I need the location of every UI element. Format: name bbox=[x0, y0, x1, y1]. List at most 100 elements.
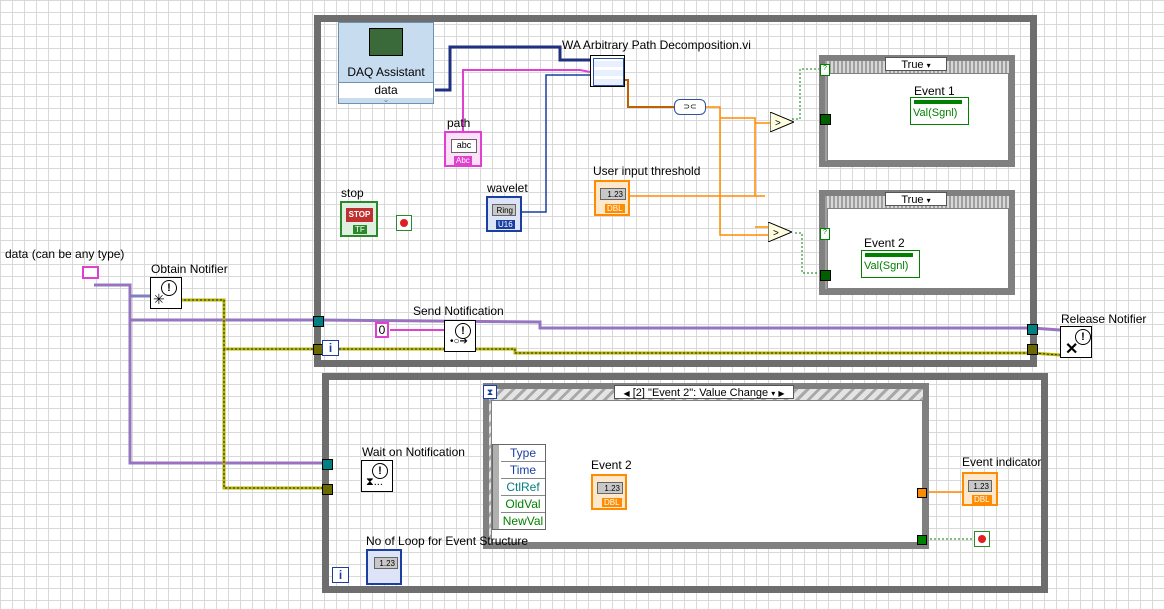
event-output-tunnel bbox=[917, 488, 927, 498]
event-node-oldval[interactable]: OldVal bbox=[501, 496, 545, 513]
event-data-node[interactable]: Type Time CtlRef OldVal NewVal bbox=[492, 444, 546, 530]
svg-text:>: > bbox=[775, 118, 781, 129]
no-of-loop-label: No of Loop for Event Structure bbox=[366, 534, 529, 548]
chevron-down-icon[interactable]: ⌄ bbox=[382, 95, 390, 104]
event-node-newval[interactable]: NewVal bbox=[502, 514, 544, 528]
path-type-tag: Abc bbox=[454, 156, 472, 165]
no-of-loop-indicator[interactable]: 1.23 bbox=[366, 549, 402, 585]
case1-selector-terminal: ? bbox=[820, 64, 830, 76]
zero-constant[interactable]: 0 bbox=[375, 322, 389, 338]
chevron-left-icon: ◀ bbox=[623, 389, 630, 398]
case2-selector-terminal: ? bbox=[820, 228, 830, 240]
data-input-label: data (can be any type) bbox=[5, 247, 125, 261]
iteration-terminal-2: i bbox=[332, 567, 349, 583]
path-wire bbox=[462, 69, 591, 131]
event2-indicator[interactable]: Val(Sgnl) bbox=[861, 250, 920, 278]
user-input-threshold-label: User input threshold bbox=[593, 164, 701, 178]
chevron-right-icon: ▶ bbox=[778, 389, 785, 398]
wait-on-notification-node[interactable]: ! ⧗... bbox=[361, 460, 393, 492]
event-node-type[interactable]: Type bbox=[501, 445, 545, 462]
daq-icon bbox=[369, 28, 403, 56]
hourglass-icon: ⧗ bbox=[483, 385, 497, 399]
tunnel-error-in-2 bbox=[322, 484, 333, 495]
comparator-greater-2[interactable]: > bbox=[768, 222, 792, 242]
svg-text:>: > bbox=[773, 228, 779, 239]
dbl-display: 1.23 bbox=[600, 188, 626, 200]
case1-tunnel bbox=[820, 114, 831, 125]
wa-output-wire bbox=[625, 79, 675, 108]
event2-dbl-control[interactable]: 1.23 DBL bbox=[591, 474, 627, 510]
tunnel-refnum-out bbox=[1027, 324, 1038, 335]
path-label: path bbox=[447, 116, 471, 130]
stop-condition-icon[interactable] bbox=[974, 531, 990, 547]
event2-top-label: Event 2 bbox=[864, 236, 905, 250]
wa-vi-label: WA Arbitrary Path Decomposition.vi bbox=[562, 38, 751, 52]
threshold-control[interactable]: 1.23 DBL bbox=[594, 180, 630, 216]
tunnel-refnum-in bbox=[313, 316, 324, 327]
data-input-terminal[interactable] bbox=[82, 266, 99, 279]
event-node-ctlref[interactable]: CtlRef bbox=[501, 479, 545, 496]
event-selector[interactable]: ◀ [2] "Event 2": Value Change ▾ ▶ bbox=[614, 385, 794, 399]
dbl-type-tag: DBL bbox=[972, 495, 992, 504]
tunnel-error-out bbox=[1027, 344, 1038, 355]
stop-condition-icon[interactable] bbox=[396, 215, 412, 231]
notifier-icon: ! bbox=[161, 280, 177, 296]
daq-data-output[interactable]: data bbox=[339, 82, 433, 98]
ring-display: Ring bbox=[492, 204, 516, 216]
event-indicator-label: Event indicator bbox=[962, 455, 1042, 469]
path-control[interactable]: abc Abc bbox=[444, 131, 482, 167]
hourglass-icon: ⧗... bbox=[366, 476, 383, 488]
while-loop-1[interactable] bbox=[314, 15, 1037, 367]
close-icon: ✕ bbox=[1065, 341, 1079, 358]
while-loop-2[interactable] bbox=[322, 373, 1048, 593]
release-notifier-label: Release Notifier bbox=[1061, 312, 1147, 326]
case-1-selector[interactable]: True ▾ bbox=[885, 57, 947, 71]
stop-label: stop bbox=[341, 186, 364, 200]
dbl-type-tag: DBL bbox=[602, 498, 622, 507]
ring-type-tag: U16 bbox=[496, 220, 515, 229]
wait-on-notification-label: Wait on Notification bbox=[362, 445, 465, 459]
wavelet-wire bbox=[520, 74, 590, 213]
event1-label: Event 1 bbox=[914, 84, 955, 98]
send-arrow-icon: •○➔ bbox=[450, 336, 468, 347]
wavelet-ring-control[interactable]: Ring U16 bbox=[486, 196, 522, 232]
tunnel-refnum-in-2 bbox=[322, 459, 333, 470]
event-stop-tunnel bbox=[917, 535, 927, 545]
comparator-greater-1[interactable]: > bbox=[770, 112, 794, 132]
event-indicator-terminal[interactable]: 1.23 DBL bbox=[962, 472, 998, 506]
asterisk-icon: ✳ bbox=[153, 291, 165, 307]
send-notification-node[interactable]: ! •○➔ bbox=[444, 320, 476, 352]
notifier-icon: ! bbox=[1075, 329, 1091, 345]
send-notification-label: Send Notification bbox=[413, 304, 504, 318]
index-array-node[interactable]: ⊃⊂ bbox=[674, 99, 706, 115]
obtain-notifier-label: Obtain Notifier bbox=[151, 262, 228, 276]
dbl-display: 1.23 bbox=[968, 480, 992, 492]
daq-data-wire bbox=[435, 45, 590, 92]
chevron-down-icon: ▾ bbox=[771, 389, 776, 398]
dbl-display: 1.23 bbox=[597, 482, 623, 494]
release-notifier-node[interactable]: ! ✕ bbox=[1060, 326, 1092, 358]
event-structure-interior bbox=[491, 400, 923, 543]
event2-inner-label: Event 2 bbox=[591, 458, 632, 472]
wavelet-icon bbox=[593, 58, 624, 86]
stop-button: STOP bbox=[346, 208, 373, 222]
case-2-selector[interactable]: True ▾ bbox=[885, 192, 947, 206]
path-abc: abc bbox=[451, 139, 477, 153]
chevron-down-icon: ▾ bbox=[926, 196, 931, 205]
case2-tunnel bbox=[820, 270, 831, 281]
notifier-icon: ! bbox=[372, 463, 388, 479]
obtain-notifier-node[interactable]: ! ✳ bbox=[150, 277, 182, 309]
daq-assistant-node[interactable]: DAQ Assistant data ⌄ bbox=[338, 22, 434, 104]
chevron-down-icon: ▾ bbox=[926, 61, 931, 70]
dbl-type-tag: DBL bbox=[605, 204, 625, 213]
event1-indicator[interactable]: Val(Sgnl) bbox=[910, 97, 969, 125]
event-data-bar bbox=[493, 445, 499, 529]
stop-terminal[interactable]: STOP TF bbox=[340, 201, 378, 237]
iteration-terminal-1: i bbox=[322, 340, 339, 356]
tf-tag: TF bbox=[353, 225, 367, 234]
daq-assistant-title: DAQ Assistant bbox=[347, 65, 425, 79]
notifier-icon: ! bbox=[455, 323, 471, 339]
wa-vi-node[interactable] bbox=[590, 55, 625, 87]
event-node-time[interactable]: Time bbox=[501, 462, 545, 479]
wavelet-label: wavelet bbox=[487, 181, 528, 195]
